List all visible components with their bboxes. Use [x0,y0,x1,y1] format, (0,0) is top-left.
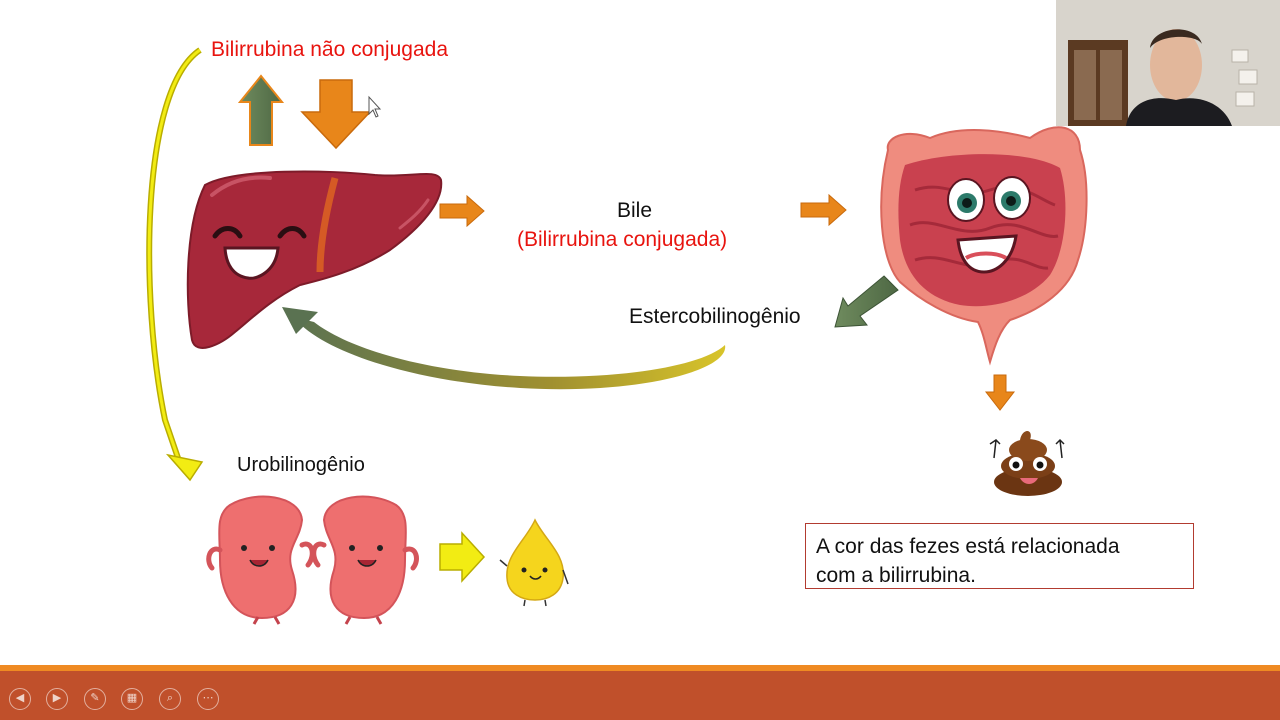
kidneys-illustration [206,495,419,625]
note-line-1: A cor das fezes está relacionada [816,535,1120,558]
feces-illustration [989,431,1065,496]
mouse-cursor-icon [368,95,382,118]
more-options-button[interactable]: ⋯ [197,688,219,710]
more-icon: ⋯ [202,692,214,704]
yellow-arrowhead [165,453,204,482]
urine-drop-illustration [499,518,569,607]
note-line-2: com a bilirrubina. [816,564,976,587]
orange-arrow-bile-to-intestine [800,193,847,227]
orange-down-arrow [300,79,372,150]
pen-button[interactable]: ✎ [84,688,106,710]
urobilinogen-label: Urobilinogênio [237,454,365,476]
green-up-arrow [237,74,285,146]
arrow-right-icon: ▶ [52,692,62,704]
curve-arrowhead [282,307,318,334]
liver-illustration [186,170,443,349]
pen-icon: ✎ [90,692,100,704]
bile-label: Bile [617,199,653,222]
presenter-webcam [1056,0,1280,126]
webcam-image [1056,0,1280,126]
orange-arrow-intestine-to-feces [984,374,1016,411]
grid-icon: ▦ [126,692,138,704]
footer-accent-stripe [0,665,1280,671]
stercobilinogen-return-curve [290,316,726,390]
arrow-left-icon: ◀ [15,692,25,704]
yellow-arrow-kidney-to-urine [439,531,486,583]
next-slide-button[interactable]: ▶ [46,688,68,710]
slide-graphics [146,47,1088,625]
unconjugated-bilirubin-label: Bilirrubina não conjugada [211,38,448,61]
magnifier-icon: ⌕ [166,692,174,704]
zoom-button[interactable]: ⌕ [159,688,181,710]
stercobilinogen-label: Estercobilinogênio [629,305,801,328]
orange-arrow-liver-to-bile [439,194,485,228]
previous-slide-button[interactable]: ◀ [9,688,31,710]
conjugated-bilirubin-label: (Bilirrubina conjugada) [517,228,728,251]
green-arrow-intestine-to-stercobilinogen [834,275,899,328]
feces-color-note-box: A cor das fezes está relacionada com a b… [805,523,1194,589]
slideshow-footer-bar [0,665,1280,720]
intestine-illustration [880,126,1088,366]
see-all-slides-button[interactable]: ▦ [121,688,143,710]
